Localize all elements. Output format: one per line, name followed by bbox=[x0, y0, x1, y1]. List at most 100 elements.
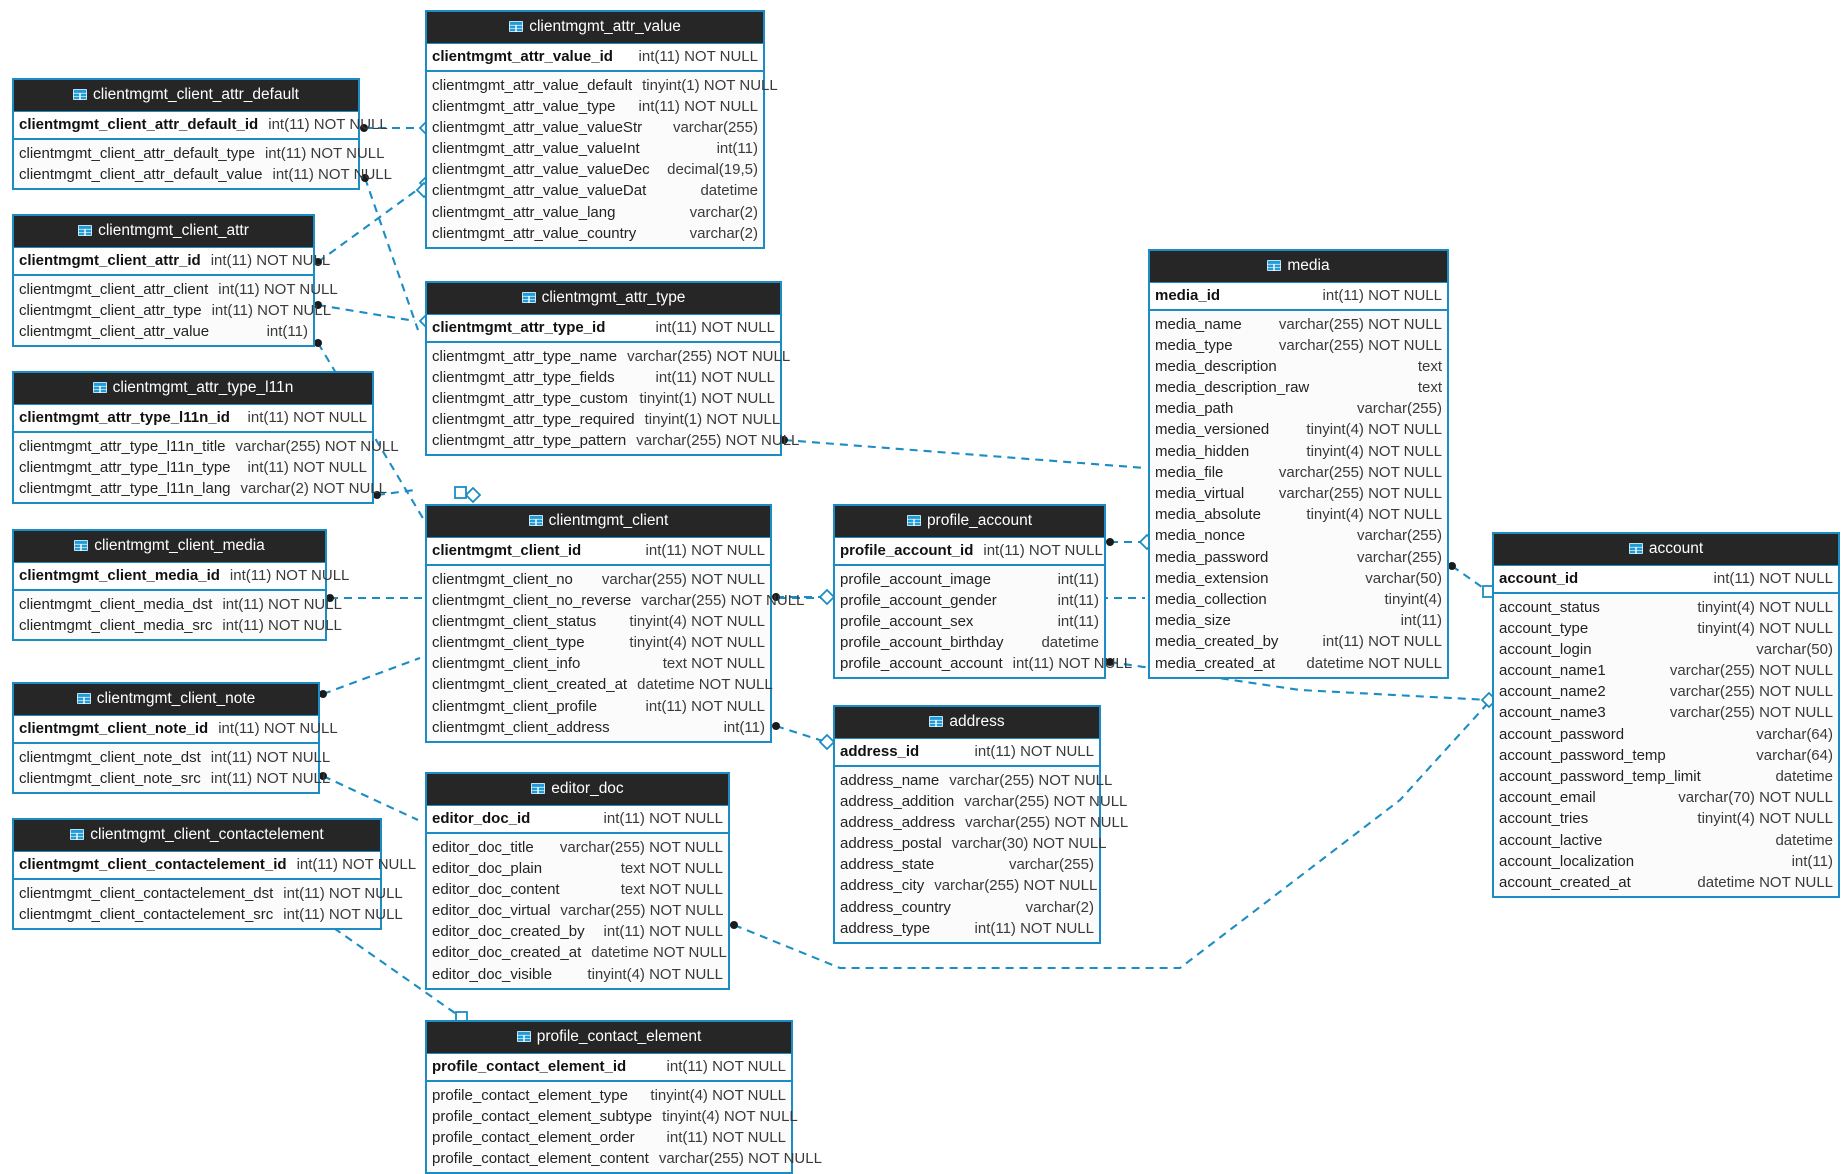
primary-key-row[interactable]: clientmgmt_client_attr_default_id int(11… bbox=[14, 110, 388, 140]
field-row[interactable]: clientmgmt_attr_value_valueDec decimal(1… bbox=[427, 159, 763, 180]
field-row[interactable]: profile_contact_element_content varchar(… bbox=[427, 1148, 822, 1169]
field-row[interactable]: clientmgmt_attr_type_l11n_type int(11) N… bbox=[14, 457, 372, 478]
field-row[interactable]: clientmgmt_attr_value_valueStr varchar(2… bbox=[427, 117, 763, 138]
entity-table-clientmgmt_attr_type[interactable]: clientmgmt_attr_type clientmgmt_attr_typ… bbox=[425, 281, 799, 457]
field-row[interactable]: media_extension varchar(50) bbox=[1150, 568, 1447, 589]
field-row[interactable]: media_virtual varchar(255) NOT NULL bbox=[1150, 483, 1447, 504]
field-row[interactable]: profile_contact_element_order int(11) NO… bbox=[427, 1127, 791, 1148]
field-row[interactable]: clientmgmt_client_profile int(11) NOT NU… bbox=[427, 696, 770, 717]
primary-key-row[interactable]: clientmgmt_client_id int(11) NOT NULL bbox=[427, 536, 770, 566]
field-row[interactable]: account_lactive datetime bbox=[1494, 830, 1838, 851]
field-row[interactable]: clientmgmt_client_media_src int(11) NOT … bbox=[14, 615, 342, 636]
field-row[interactable]: clientmgmt_attr_type_fields int(11) NOT … bbox=[427, 367, 780, 388]
field-row[interactable]: profile_contact_element_subtype tinyint(… bbox=[427, 1106, 798, 1127]
field-row[interactable]: clientmgmt_client_note_dst int(11) NOT N… bbox=[14, 747, 330, 768]
field-row[interactable]: account_password_temp varchar(64) bbox=[1494, 745, 1838, 766]
field-row[interactable]: clientmgmt_client_status tinyint(4) NOT … bbox=[427, 611, 770, 632]
field-row[interactable]: account_localization int(11) bbox=[1494, 851, 1838, 872]
field-row[interactable]: account_name1 varchar(255) NOT NULL bbox=[1494, 660, 1838, 681]
primary-key-row[interactable]: clientmgmt_attr_value_id int(11) NOT NUL… bbox=[427, 42, 763, 72]
primary-key-row[interactable]: clientmgmt_attr_type_l11n_id int(11) NOT… bbox=[14, 403, 372, 433]
field-row[interactable]: clientmgmt_client_address int(11) bbox=[427, 717, 770, 738]
field-row[interactable]: account_email varchar(70) NOT NULL bbox=[1494, 787, 1838, 808]
field-row[interactable]: clientmgmt_client_attr_default_value int… bbox=[14, 164, 392, 185]
primary-key-row[interactable]: editor_doc_id int(11) NOT NULL bbox=[427, 804, 728, 834]
primary-key-row[interactable]: address_id int(11) NOT NULL bbox=[835, 737, 1099, 767]
field-row[interactable]: clientmgmt_client_info text NOT NULL bbox=[427, 653, 770, 674]
entity-table-clientmgmt_attr_value[interactable]: clientmgmt_attr_value clientmgmt_attr_va… bbox=[425, 10, 778, 249]
field-row[interactable]: media_path varchar(255) bbox=[1150, 398, 1447, 419]
field-row[interactable]: address_addition varchar(255) NOT NULL bbox=[835, 791, 1127, 812]
field-row[interactable]: clientmgmt_attr_type_l11n_title varchar(… bbox=[14, 436, 399, 457]
field-row[interactable]: clientmgmt_attr_type_custom tinyint(1) N… bbox=[427, 388, 780, 409]
field-row[interactable]: account_password_temp_limit datetime bbox=[1494, 766, 1838, 787]
primary-key-row[interactable]: clientmgmt_client_note_id int(11) NOT NU… bbox=[14, 714, 338, 744]
entity-table-profile_contact_element[interactable]: profile_contact_element profile_contact_… bbox=[425, 1020, 822, 1174]
field-row[interactable]: clientmgmt_attr_value_valueDat datetime bbox=[427, 180, 763, 201]
field-row[interactable]: address_postal varchar(30) NOT NULL bbox=[835, 833, 1107, 854]
field-row[interactable]: media_versioned tinyint(4) NOT NULL bbox=[1150, 419, 1447, 440]
field-row[interactable]: clientmgmt_attr_value_valueInt int(11) bbox=[427, 138, 763, 159]
field-row[interactable]: clientmgmt_client_contactelement_dst int… bbox=[14, 883, 403, 904]
field-row[interactable]: address_city varchar(255) NOT NULL bbox=[835, 875, 1099, 896]
field-row[interactable]: profile_account_birthday datetime bbox=[835, 632, 1104, 653]
entity-table-clientmgmt_client_attr[interactable]: clientmgmt_client_attr clientmgmt_client… bbox=[12, 214, 338, 348]
field-row[interactable]: media_file varchar(255) NOT NULL bbox=[1150, 462, 1447, 483]
field-row[interactable]: address_state varchar(255) bbox=[835, 854, 1099, 875]
field-row[interactable]: editor_doc_created_at datetime NOT NULL bbox=[427, 942, 728, 963]
field-row[interactable]: media_created_by int(11) NOT NULL bbox=[1150, 631, 1447, 652]
field-row[interactable]: profile_contact_element_type tinyint(4) … bbox=[427, 1085, 791, 1106]
field-row[interactable]: media_description text bbox=[1150, 356, 1447, 377]
entity-table-clientmgmt_attr_type_l11n[interactable]: clientmgmt_attr_type_l11n clientmgmt_att… bbox=[12, 371, 399, 505]
field-row[interactable]: account_created_at datetime NOT NULL bbox=[1494, 872, 1838, 893]
field-row[interactable]: clientmgmt_client_attr_value int(11) bbox=[14, 321, 313, 342]
primary-key-row[interactable]: clientmgmt_client_contactelement_id int(… bbox=[14, 850, 416, 880]
field-row[interactable]: profile_account_sex int(11) bbox=[835, 611, 1104, 632]
field-row[interactable]: clientmgmt_attr_value_lang varchar(2) bbox=[427, 202, 763, 223]
field-row[interactable]: address_name varchar(255) NOT NULL bbox=[835, 770, 1112, 791]
field-row[interactable]: account_status tinyint(4) NOT NULL bbox=[1494, 597, 1838, 618]
field-row[interactable]: clientmgmt_client_no varchar(255) NOT NU… bbox=[427, 569, 770, 590]
field-row[interactable]: clientmgmt_client_type tinyint(4) NOT NU… bbox=[427, 632, 770, 653]
field-row[interactable]: media_size int(11) bbox=[1150, 610, 1447, 631]
primary-key-row[interactable]: clientmgmt_client_media_id int(11) NOT N… bbox=[14, 561, 349, 591]
primary-key-row[interactable]: account_id int(11) NOT NULL bbox=[1494, 564, 1838, 594]
primary-key-row[interactable]: clientmgmt_attr_type_id int(11) NOT NULL bbox=[427, 313, 780, 343]
field-row[interactable]: clientmgmt_attr_type_pattern varchar(255… bbox=[427, 430, 799, 451]
field-row[interactable]: profile_account_image int(11) bbox=[835, 569, 1104, 590]
field-row[interactable]: clientmgmt_client_attr_default_type int(… bbox=[14, 143, 384, 164]
primary-key-row[interactable]: clientmgmt_client_attr_id int(11) NOT NU… bbox=[14, 246, 330, 276]
field-row[interactable]: clientmgmt_attr_type_l11n_lang varchar(2… bbox=[14, 478, 387, 499]
primary-key-row[interactable]: media_id int(11) NOT NULL bbox=[1150, 281, 1447, 311]
field-row[interactable]: account_login varchar(50) bbox=[1494, 639, 1838, 660]
field-row[interactable]: account_type tinyint(4) NOT NULL bbox=[1494, 618, 1838, 639]
primary-key-row[interactable]: profile_account_id int(11) NOT NULL bbox=[835, 536, 1104, 566]
field-row[interactable]: address_country varchar(2) bbox=[835, 897, 1099, 918]
field-row[interactable]: editor_doc_visible tinyint(4) NOT NULL bbox=[427, 964, 728, 985]
entity-table-clientmgmt_client[interactable]: clientmgmt_client clientmgmt_client_id i… bbox=[425, 504, 804, 743]
field-row[interactable]: clientmgmt_attr_value_type int(11) NOT N… bbox=[427, 96, 763, 117]
field-row[interactable]: editor_doc_title varchar(255) NOT NULL bbox=[427, 837, 728, 858]
field-row[interactable]: editor_doc_virtual varchar(255) NOT NULL bbox=[427, 900, 728, 921]
entity-table-clientmgmt_client_note[interactable]: clientmgmt_client_note clientmgmt_client… bbox=[12, 682, 338, 794]
field-row[interactable]: clientmgmt_attr_value_default tinyint(1)… bbox=[427, 75, 778, 96]
field-row[interactable]: address_type int(11) NOT NULL bbox=[835, 918, 1099, 939]
field-row[interactable]: clientmgmt_client_media_dst int(11) NOT … bbox=[14, 594, 342, 615]
entity-table-account[interactable]: account account_id int(11) NOT NULL acco… bbox=[1492, 532, 1840, 899]
field-row[interactable]: media_type varchar(255) NOT NULL bbox=[1150, 335, 1447, 356]
field-row[interactable]: address_address varchar(255) NOT NULL bbox=[835, 812, 1128, 833]
field-row[interactable]: media_created_at datetime NOT NULL bbox=[1150, 653, 1447, 674]
field-row[interactable]: media_collection tinyint(4) bbox=[1150, 589, 1447, 610]
field-row[interactable]: profile_account_account int(11) NOT NULL bbox=[835, 653, 1132, 674]
field-row[interactable]: account_tries tinyint(4) NOT NULL bbox=[1494, 808, 1838, 829]
field-row[interactable]: editor_doc_created_by int(11) NOT NULL bbox=[427, 921, 728, 942]
field-row[interactable]: editor_doc_plain text NOT NULL bbox=[427, 858, 728, 879]
field-row[interactable]: profile_account_gender int(11) bbox=[835, 590, 1104, 611]
field-row[interactable]: account_password varchar(64) bbox=[1494, 724, 1838, 745]
entity-table-media[interactable]: media media_id int(11) NOT NULL media_na… bbox=[1148, 249, 1449, 679]
entity-table-clientmgmt_client_contactelement[interactable]: clientmgmt_client_contactelement clientm… bbox=[12, 818, 416, 930]
field-row[interactable]: clientmgmt_client_contactelement_src int… bbox=[14, 904, 403, 925]
field-row[interactable]: clientmgmt_client_attr_type int(11) NOT … bbox=[14, 300, 331, 321]
entity-table-clientmgmt_client_media[interactable]: clientmgmt_client_media clientmgmt_clien… bbox=[12, 529, 349, 641]
field-row[interactable]: media_nonce varchar(255) bbox=[1150, 525, 1447, 546]
